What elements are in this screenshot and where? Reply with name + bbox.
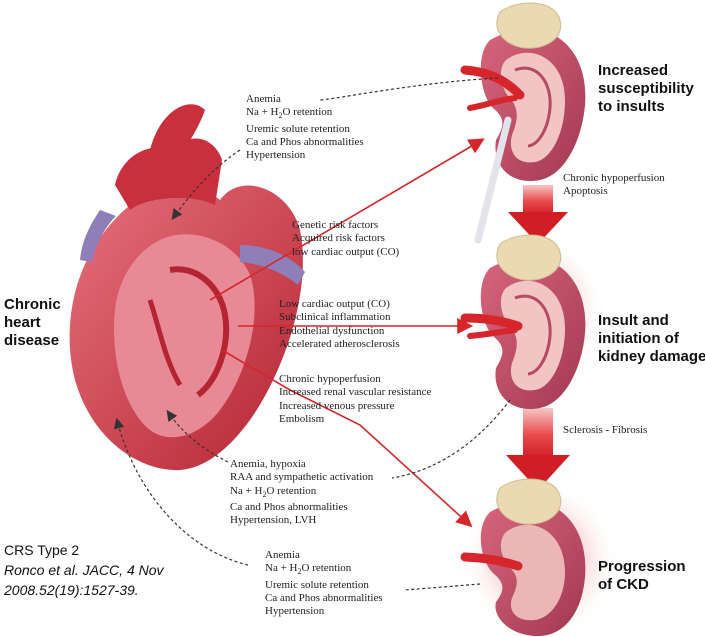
factor-line: Anemia bbox=[246, 93, 281, 105]
stage-label-insult: Insult and initiation of kidney damage bbox=[598, 312, 705, 366]
factor-line: Anemia, hypoxia bbox=[230, 458, 306, 470]
transition-line: Sclerosis - Fibrosis bbox=[563, 424, 648, 436]
progression-arrow-2 bbox=[506, 408, 570, 490]
reference-block: CRS Type 2 Ronco et al. JACC, 4 Nov 2008… bbox=[4, 540, 164, 600]
factor-line: Anemia bbox=[265, 549, 300, 561]
factor-line: Ca and Phos abnormalities bbox=[230, 501, 348, 514]
factor-line: Acquired risk factors bbox=[292, 232, 385, 245]
factor-line: Embolism bbox=[279, 412, 325, 425]
factor-line: Hypertension bbox=[246, 149, 306, 162]
stage-label-progression: Progression of CKD bbox=[598, 558, 686, 594]
kidney-icon-2 bbox=[460, 234, 586, 410]
factor-line: Accelerated atherosclerosis bbox=[279, 337, 400, 350]
heart-label: Chronic heart disease bbox=[4, 296, 61, 350]
factor-line: Hypertension, LVH bbox=[230, 514, 317, 527]
factor-line: Hypertension bbox=[265, 605, 325, 618]
factor-line: Ca and Phos abnormalities bbox=[265, 592, 383, 605]
stage-label-line: kidney damage bbox=[598, 348, 705, 365]
feedback-bottom-list: Anemia Na + H2O retention Uremic solute … bbox=[265, 549, 383, 619]
factor-line: Increased renal vascular resistance bbox=[279, 386, 432, 399]
feedback-middle-list: Anemia, hypoxia RAA and sympathetic acti… bbox=[230, 458, 373, 528]
transition-label-1: Chronic hypoperfusion Apoptosis bbox=[563, 172, 665, 199]
crs-type-label: CRS Type 2 bbox=[4, 542, 80, 558]
citation-line-1: Ronco et al. JACC, 4 Nov bbox=[4, 562, 164, 578]
kidney-icon-3 bbox=[460, 478, 586, 637]
factor-line: Uremic solute retention bbox=[265, 578, 369, 591]
transition-label-2: Sclerosis - Fibrosis bbox=[563, 424, 647, 437]
stage-label-line: initiation of bbox=[598, 330, 679, 347]
heart-label-line: disease bbox=[4, 332, 60, 349]
citation-line-2: 2008.52(19):1527-39. bbox=[4, 582, 139, 598]
feedback-top-list: Anemia Na + H2O retention Uremic solute … bbox=[246, 93, 364, 163]
stage-label-line: of CKD bbox=[598, 576, 649, 593]
kidney-icon-1 bbox=[460, 2, 586, 244]
factor-line: Chronic hypoperfusion bbox=[279, 373, 381, 385]
feedback-arrow-top bbox=[173, 77, 499, 218]
heart-icon bbox=[69, 104, 305, 471]
heart-label-line: Chronic bbox=[4, 296, 61, 313]
factor-line: Endothelial dysfunction bbox=[279, 324, 385, 337]
factor-line: Subclinical inflammation bbox=[279, 311, 391, 324]
factor-line: Low cardiac output (CO) bbox=[279, 298, 390, 310]
heart-label-line: heart bbox=[4, 314, 41, 331]
factor-line: Na + H2O retention bbox=[246, 106, 333, 121]
factor-line: low cardiac output (CO) bbox=[292, 245, 400, 258]
feedback-arrow-middle bbox=[168, 399, 511, 479]
stage-label-line: to insults bbox=[598, 98, 665, 115]
stage-label-line: Insult and bbox=[598, 312, 669, 329]
arrow-heart-to-kidney-1 bbox=[209, 138, 485, 301]
factor-line: Genetic risk factors bbox=[292, 219, 379, 231]
stage-label-line: susceptibility bbox=[598, 80, 694, 97]
factor-line: RAA and sympathetic activation bbox=[230, 471, 374, 484]
stage-label-line: Progression bbox=[598, 558, 686, 575]
transition-line: Chronic hypoperfusion bbox=[563, 172, 665, 184]
stage-label-line: Increased bbox=[598, 62, 669, 79]
progression-arrow-1 bbox=[508, 185, 568, 244]
feedback-arrow-bottom bbox=[117, 420, 481, 591]
risk-factors-list: Genetic risk factors Acquired risk facto… bbox=[292, 219, 399, 259]
progression-factors-list: Chronic hypoperfusion Increased renal va… bbox=[279, 373, 431, 426]
factor-line: Na + H2O retention bbox=[265, 562, 352, 577]
transition-line: Apoptosis bbox=[563, 185, 608, 198]
insult-factors-list: Low cardiac output (CO) Subclinical infl… bbox=[279, 298, 400, 351]
factor-line: Uremic solute retention bbox=[246, 122, 350, 135]
stage-label-susceptibility: Increased susceptibility to insults bbox=[598, 62, 694, 116]
factor-line: Increased venous pressure bbox=[279, 399, 395, 412]
arrow-heart-to-kidney-3 bbox=[221, 349, 473, 528]
factor-line: Na + H2O retention bbox=[230, 484, 317, 499]
factor-line: Ca and Phos abnormalities bbox=[246, 136, 364, 149]
